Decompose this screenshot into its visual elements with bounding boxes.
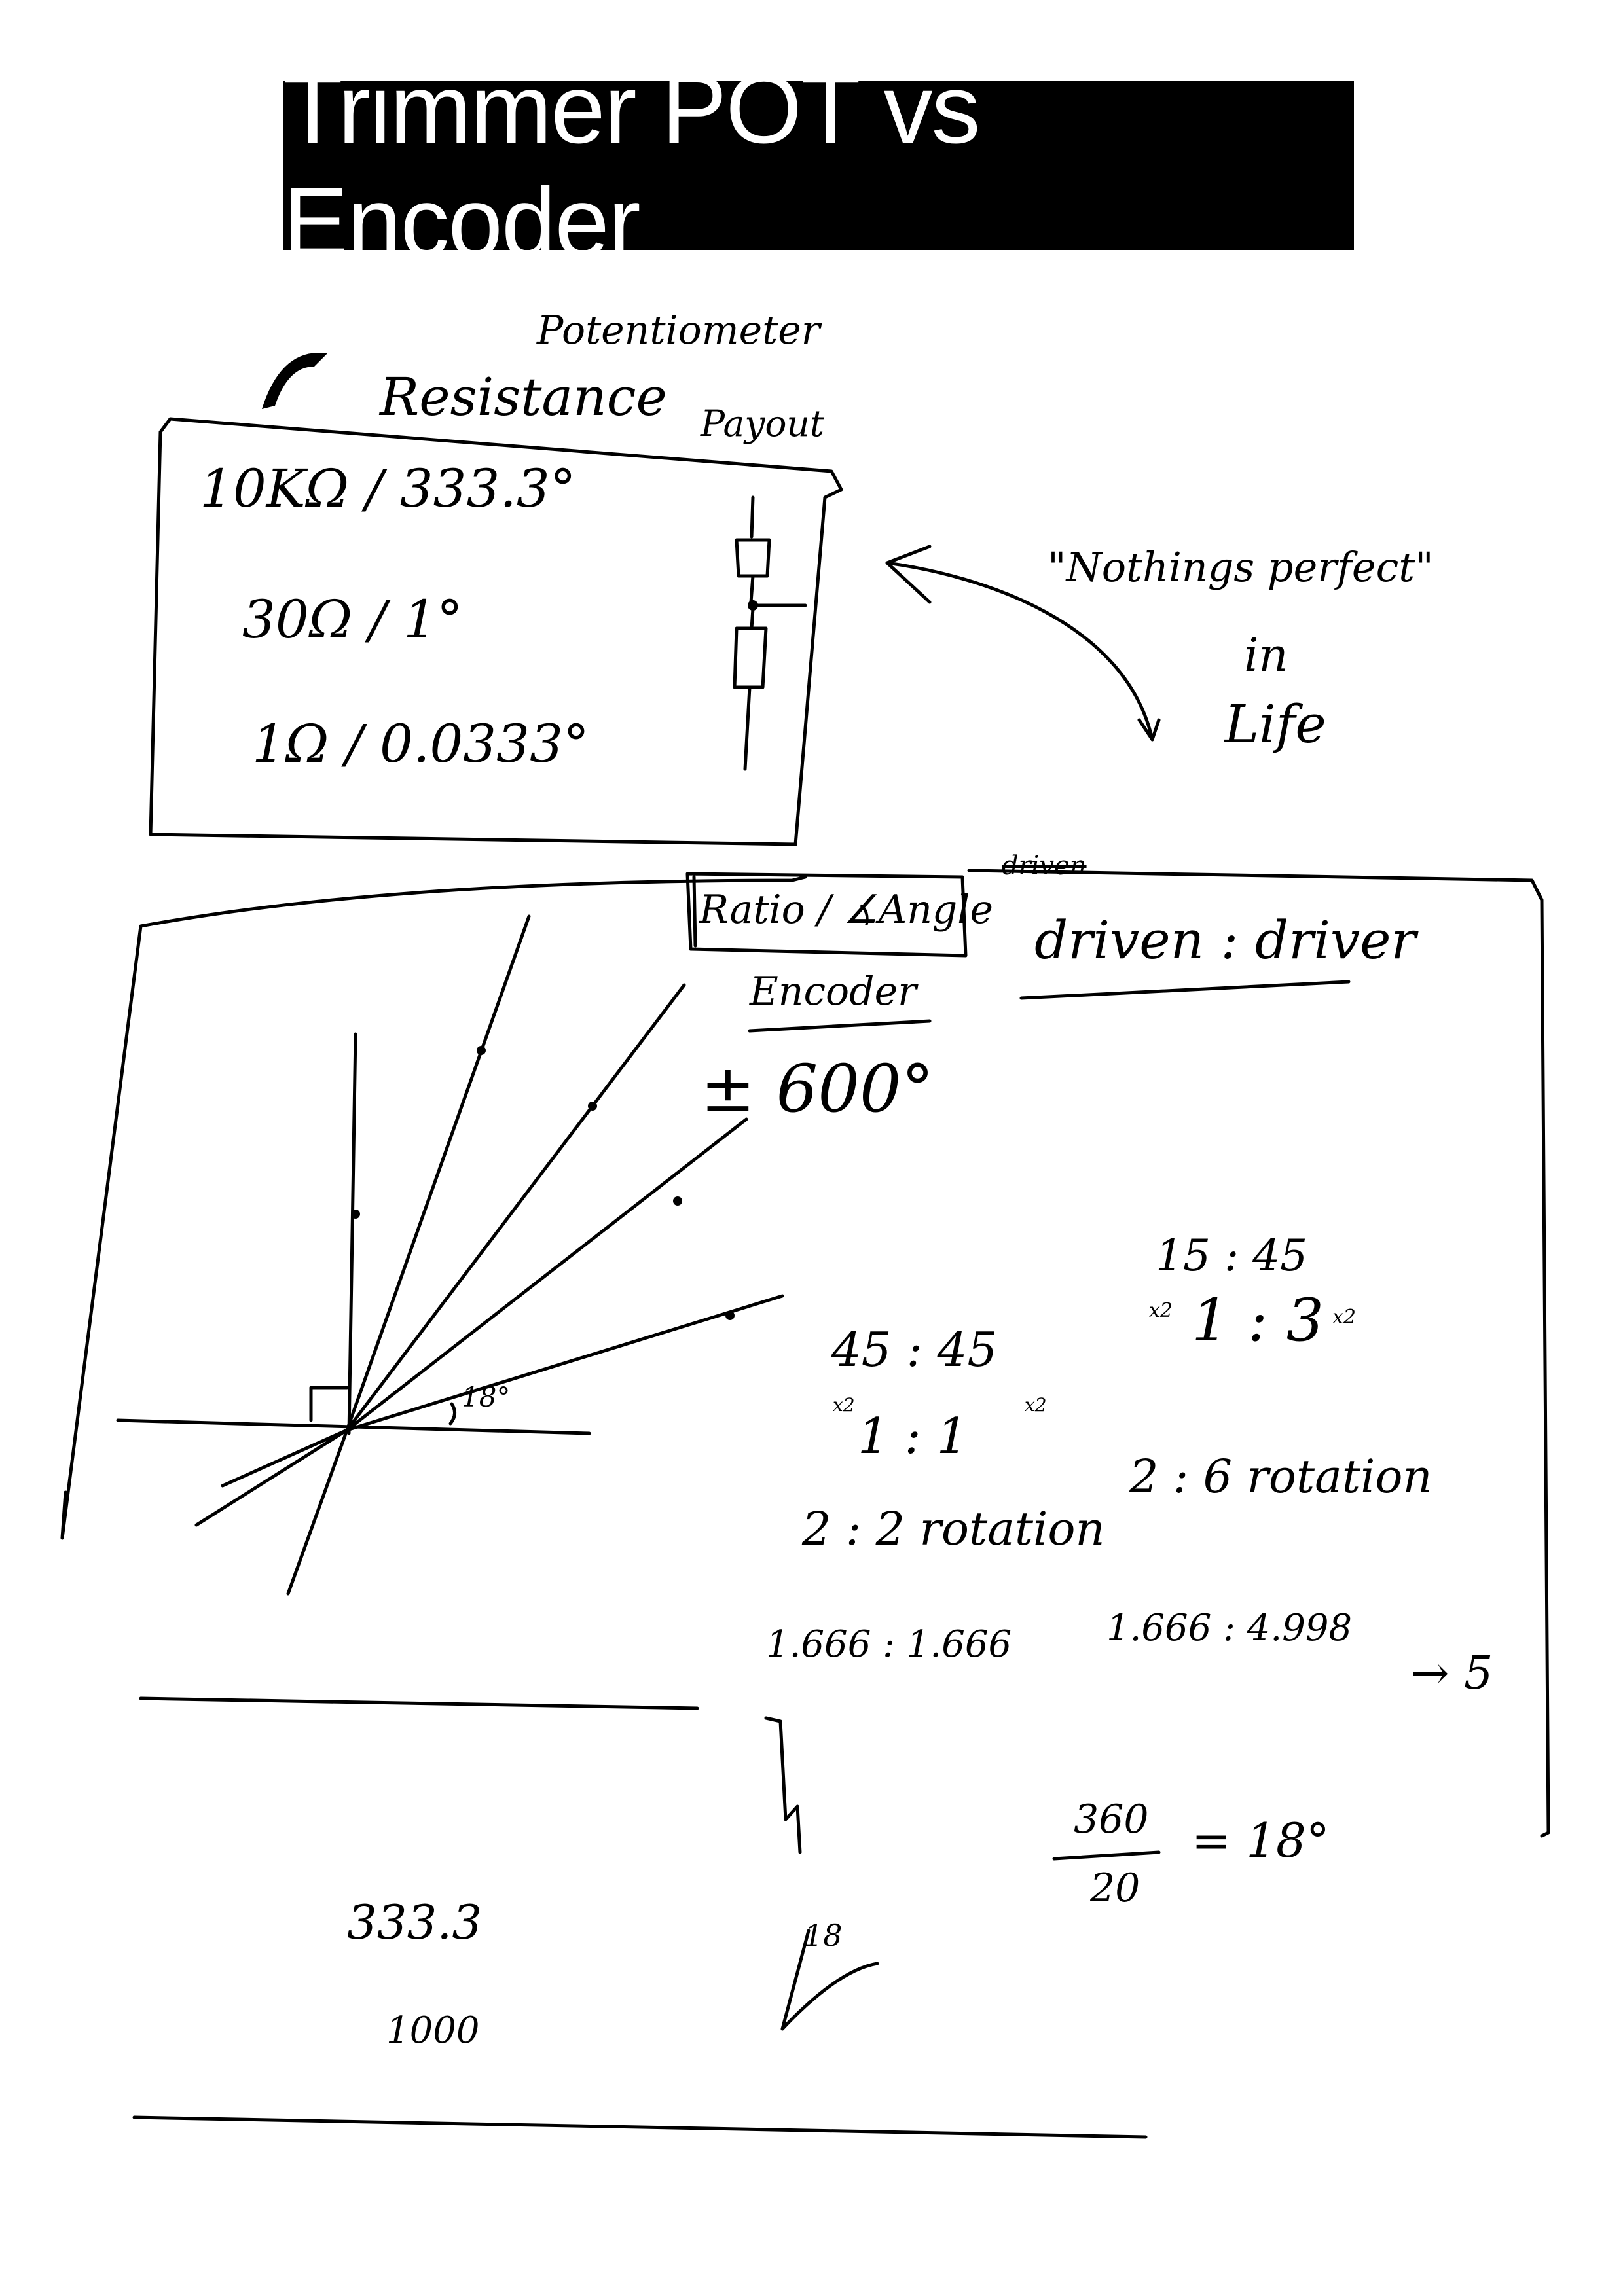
arrow-to-5: → 5 [1411, 1646, 1493, 1700]
ray-7 [221, 1428, 349, 1488]
curved-arrow [885, 545, 1161, 742]
bottom-line [132, 2115, 1148, 2139]
encoder-underline [748, 1019, 932, 1033]
struck-driven: driven [1002, 851, 1087, 881]
rotation-2-2: 2 : 2 rotation [802, 1502, 1105, 1556]
number-333-3: 333.3 [347, 1895, 483, 1950]
potentiometer-symbol [733, 495, 807, 771]
ray-1 [345, 914, 531, 1432]
ratio-box-outline [685, 872, 968, 958]
fraction-result: = 18° [1192, 1813, 1330, 1868]
resistance-ratio-3: 1Ω / 0.0333° [252, 713, 589, 774]
fraction-bar [1052, 1850, 1161, 1861]
angle-arc [448, 1402, 456, 1426]
driver-underline [1019, 980, 1351, 1000]
hook-stroke [764, 1716, 802, 1854]
fraction-numerator: 360 [1074, 1797, 1149, 1842]
resistance-ratio-2: 30Ω / 1° [242, 589, 463, 650]
ratio-angle-label: Ratio / ∡Angle [699, 887, 993, 933]
x2-marker-c: x2 [833, 1394, 855, 1416]
driven-driver: driven : driver [1034, 910, 1416, 971]
x2-marker-d: x2 [1025, 1394, 1047, 1416]
right-angle-box [309, 1386, 349, 1422]
potentiometer-label: Potentiometer [537, 308, 820, 353]
ray-6 [194, 1428, 349, 1527]
angle-18-label: 18° [462, 1381, 511, 1413]
x2-marker-b: x2 [1332, 1306, 1357, 1329]
small-angle [780, 1929, 879, 2031]
resistance-ratio-1: 10KΩ / 333.3° [200, 458, 576, 519]
title-banner: Trimmer POT vs Encoder [283, 54, 1354, 277]
encoder-label: Encoder [750, 969, 917, 1014]
fraction-denominator: 20 [1090, 1865, 1140, 1911]
ray-3 [345, 1117, 748, 1432]
ray-4 [345, 1294, 784, 1432]
rotation-2-6: 2 : 6 rotation [1129, 1450, 1432, 1503]
resistance-box [149, 417, 843, 846]
ratio-1666-1666: 1.666 : 1.666 [766, 1623, 1012, 1666]
vertical-axis [347, 1032, 357, 1435]
ratio-1-3: 1 : 3 [1192, 1286, 1324, 1355]
plus-minus-600: ± 600° [701, 1050, 934, 1127]
page-title: Trimmer POT vs Encoder [283, 54, 981, 277]
small-angle-18: 18 [804, 1918, 843, 1953]
quote-line-1: "Nothings perfect" [1048, 543, 1434, 591]
number-1000: 1000 [386, 2009, 480, 2052]
scribble-mark [262, 353, 327, 409]
ratio-1666-4998: 1.666 : 4.998 [1106, 1607, 1353, 1649]
quote-line-2: in [1244, 628, 1288, 682]
ratio-1-1: 1 : 1 [858, 1407, 968, 1465]
quote-line-3: Life [1224, 694, 1326, 755]
payout-label: Payout [701, 403, 825, 444]
ray-5 [286, 1428, 349, 1596]
mid-line [139, 1696, 699, 1710]
resistance-label: Resistance [380, 367, 667, 427]
x2-marker-a: x2 [1149, 1299, 1173, 1322]
ratio-15-45: 15 : 45 [1156, 1230, 1308, 1281]
encoder-frame [60, 869, 1550, 1838]
ray-2 [345, 983, 686, 1432]
ratio-45-45: 45 : 45 [831, 1322, 998, 1377]
